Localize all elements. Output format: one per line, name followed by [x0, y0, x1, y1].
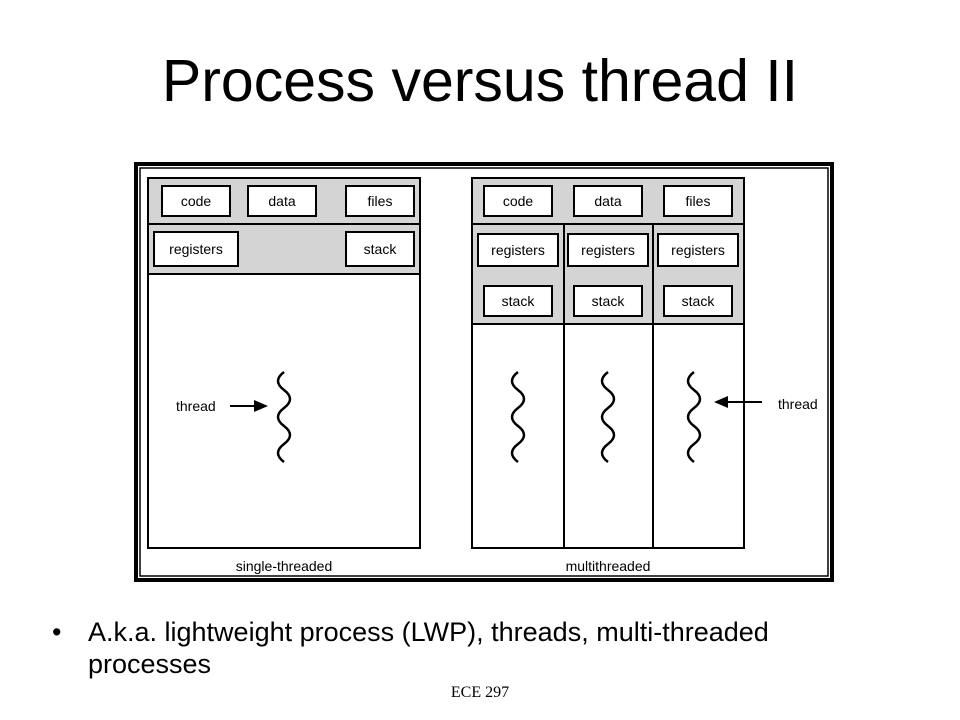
single-stack-box: [345, 231, 415, 267]
multi-thread-arrowhead: [714, 396, 728, 408]
diagram-canvas: code data files registers stack thread s…: [134, 162, 834, 582]
single-data-label: data: [268, 193, 295, 209]
multi-data-label: data: [594, 193, 621, 209]
multi-thread-squiggle-2: [600, 371, 616, 463]
multi-files-label: files: [686, 193, 711, 209]
multi-data-box: [573, 185, 643, 217]
single-code-box: [161, 185, 231, 217]
single-caption: single-threaded: [236, 558, 333, 574]
single-stack-label: stack: [364, 241, 398, 257]
bullet-text: A.k.a. lightweight process (LWP), thread…: [88, 617, 769, 679]
multi-files-box: [663, 185, 733, 217]
single-registers-box: [153, 231, 239, 267]
multi-registers-label-3: registers: [671, 242, 725, 258]
multi-stack-box-2: [573, 285, 643, 317]
single-registers-label: registers: [169, 241, 223, 257]
multi-thread-label: thread: [778, 396, 818, 412]
multi-code-label: code: [503, 193, 534, 209]
multi-registers-label-1: registers: [491, 242, 545, 258]
single-files-box: [345, 185, 415, 217]
bullet-symbol: •: [52, 617, 62, 647]
multithreaded-process: code data files registers stack register…: [471, 177, 818, 574]
multi-registers-box-3: [657, 233, 739, 267]
multi-stack-label-2: stack: [592, 293, 626, 309]
slide-title: Process versus thread II: [161, 48, 799, 114]
multi-stack-box-1: [483, 285, 553, 317]
multi-thread-squiggle-3: [686, 371, 702, 463]
single-code-label: code: [181, 193, 212, 209]
process-thread-diagram: code data files registers stack thread s…: [134, 162, 834, 582]
multi-registers-box-2: [567, 233, 649, 267]
single-files-label: files: [368, 193, 393, 209]
single-thread-arrowhead: [254, 400, 268, 412]
multi-stack-box-3: [663, 285, 733, 317]
slide-footer: ECE 297: [450, 684, 510, 701]
single-data-box: [247, 185, 317, 217]
multi-caption: multithreaded: [566, 558, 651, 574]
multi-stack-label-3: stack: [682, 293, 716, 309]
multi-code-box: [483, 185, 553, 217]
single-thread-label: thread: [176, 398, 216, 414]
frame-inner-line: [139, 167, 829, 577]
multi-registers-box-1: [477, 233, 559, 267]
multi-thread-squiggle-1: [510, 371, 526, 463]
single-threaded-process: code data files registers stack thread s…: [147, 177, 421, 574]
multi-registers-label-2: registers: [581, 242, 635, 258]
single-thread-squiggle: [276, 371, 292, 463]
multi-stack-label-1: stack: [502, 293, 536, 309]
